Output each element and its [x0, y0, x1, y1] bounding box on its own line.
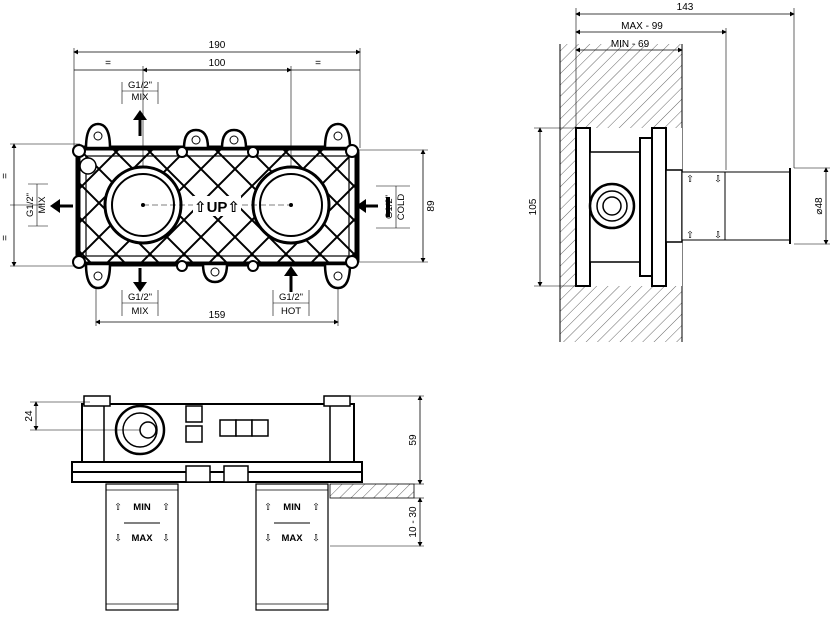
- flow-arrow-up-hot-icon: [284, 266, 298, 292]
- dim-59: 59: [408, 434, 419, 446]
- dim-190: 190: [209, 40, 226, 51]
- svg-text:⇧: ⇧: [114, 502, 122, 513]
- dim-100: 100: [209, 58, 226, 69]
- dim-159: 159: [209, 310, 226, 321]
- right-min-label: MIN: [283, 502, 301, 513]
- svg-text:⇩: ⇩: [264, 533, 272, 544]
- bottom-right-label: HOT: [281, 306, 301, 317]
- top-port-thread: G1/2": [128, 80, 152, 91]
- front-view: 190 100 = = = = 89 159: [0, 40, 437, 326]
- dim-89: 89: [426, 200, 437, 212]
- svg-text:⇩: ⇩: [714, 174, 722, 185]
- dim-adjust: 10 - 30: [408, 506, 419, 538]
- svg-text:⇧: ⇧: [686, 174, 694, 185]
- svg-text:⇩: ⇩: [312, 533, 320, 544]
- dim-105: 105: [528, 198, 539, 215]
- dim-diameter: ⌀48: [814, 197, 825, 215]
- bottom-right-thread: G1/2": [279, 292, 303, 303]
- right-max-label: MAX: [281, 533, 303, 544]
- right-port-label: COLD: [396, 194, 407, 221]
- dim-min: MIN - 69: [611, 39, 650, 50]
- side-view: ⇧ ⇩ ⇧ ⇩ 143 MAX - 99 MIN - 69 105 ⌀48: [528, 2, 830, 342]
- svg-text:⇧: ⇧: [162, 502, 170, 513]
- dim-equal-right: =: [315, 58, 321, 69]
- svg-text:⇧: ⇧: [312, 502, 320, 513]
- up-mark: ⇧UP⇧: [194, 199, 240, 216]
- dim-24: 24: [24, 410, 35, 422]
- top-port-label: MIX: [132, 92, 150, 103]
- svg-text:⇩: ⇩: [162, 533, 170, 544]
- svg-text:⇧: ⇧: [264, 502, 272, 513]
- bottom-left-label: MIX: [132, 306, 150, 317]
- flow-arrow-up-icon: [133, 110, 147, 136]
- flow-arrow-left-icon: [50, 199, 73, 213]
- dim-left-equal-bottom: =: [0, 235, 11, 241]
- svg-text:⇧: ⇧: [686, 230, 694, 241]
- left-min-label: MIN: [133, 502, 151, 513]
- dim-143: 143: [677, 2, 694, 13]
- flow-arrow-down-icon: [133, 268, 147, 292]
- left-port-label: MIX: [37, 196, 48, 214]
- right-port-thread: G1/2": [384, 195, 395, 219]
- dim-equal-left: =: [105, 58, 111, 69]
- svg-text:⇩: ⇩: [714, 230, 722, 241]
- left-port-thread: G1/2": [25, 193, 36, 217]
- svg-text:⇩: ⇩: [114, 533, 122, 544]
- dim-left-equal-top: =: [0, 173, 11, 179]
- flow-arrow-in-right-icon: [356, 199, 378, 213]
- bottom-left-thread: G1/2": [128, 292, 152, 303]
- left-max-label: MAX: [131, 533, 153, 544]
- bottom-view: MIN MAX ⇧ ⇧ ⇩ ⇩ MIN MAX ⇧ ⇧ ⇩ ⇩ 24 59 10 - 3…: [24, 395, 424, 611]
- dim-max: MAX - 99: [621, 21, 663, 32]
